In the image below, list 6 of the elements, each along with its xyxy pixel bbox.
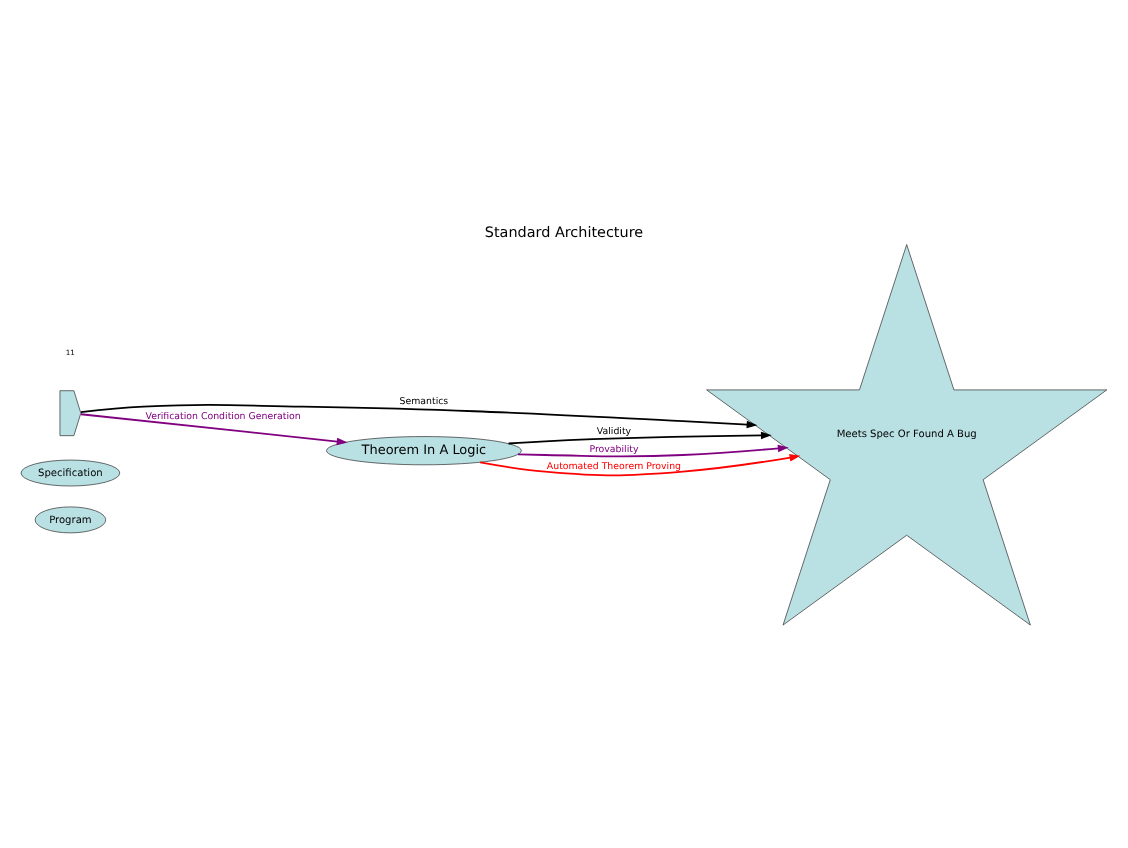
arrow [517, 444, 789, 458]
arrow [479, 453, 801, 477]
arrow [80, 404, 758, 429]
arrow [80, 413, 348, 446]
node-chevron [59, 390, 82, 437]
arrow [507, 431, 772, 445]
